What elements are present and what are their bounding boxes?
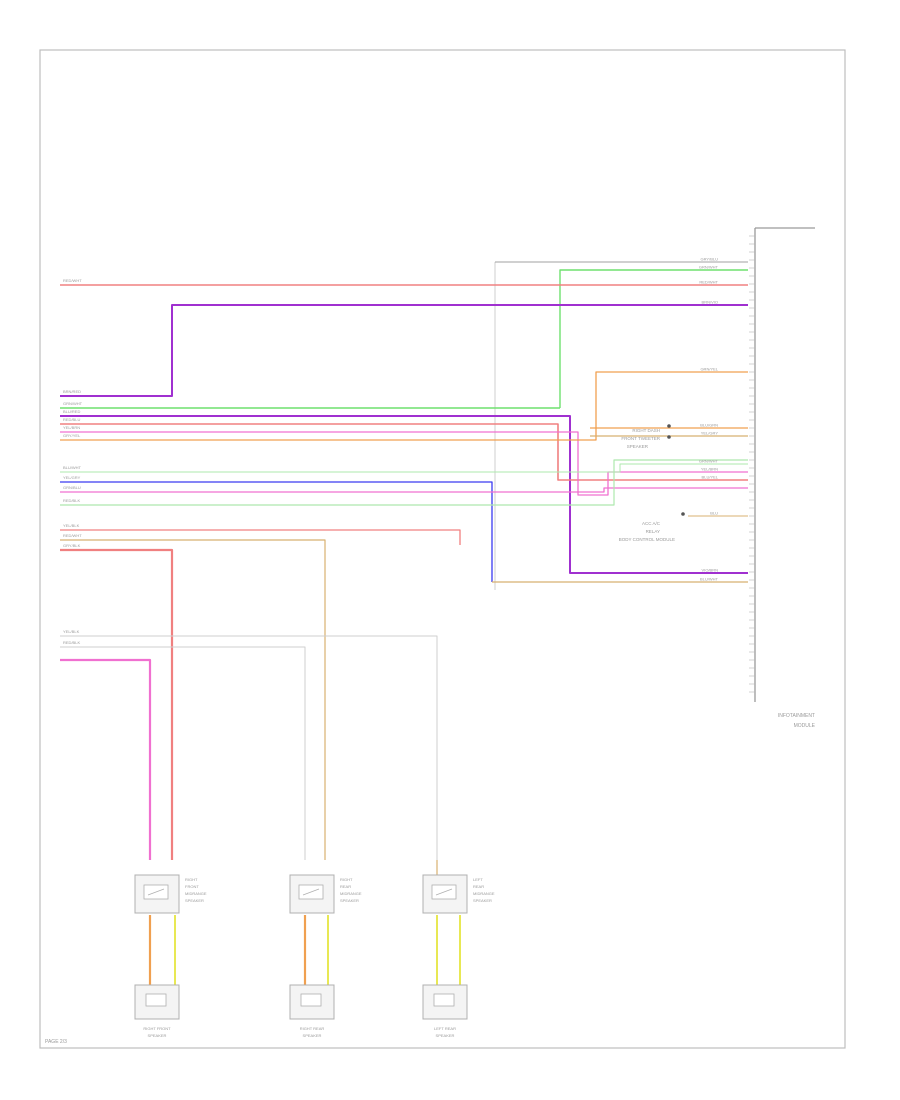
wire-9 xyxy=(60,431,748,496)
right-wire-label: GRN/YEL xyxy=(700,367,718,372)
wire-14 xyxy=(60,481,493,582)
wire-16 xyxy=(60,487,748,493)
right-wire-label: YEL/GRY xyxy=(701,431,719,436)
wire-5 xyxy=(60,304,748,397)
page-frame xyxy=(39,49,846,1049)
wire-harness xyxy=(60,261,748,985)
wire-21 xyxy=(60,548,174,860)
left-wire-label: RED/BLK xyxy=(63,498,80,503)
speaker-2: RIGHT REAR MIDRANGE SPEAKER RIGHT REAR SPEAKE… xyxy=(289,874,362,1038)
left-wire-label: GRN/BLU xyxy=(63,485,81,490)
left-wire-label: YEL/BLK xyxy=(63,629,80,634)
module-label-2: MODULE xyxy=(794,723,816,729)
right-wire-label: YEL/BRN xyxy=(701,467,718,472)
right-wire-label: BLU/WHT xyxy=(700,577,719,582)
wire-10 xyxy=(60,371,748,441)
speaker-name-line: RIGHT xyxy=(185,877,198,882)
wire-19 xyxy=(60,529,461,545)
left-wire-label: RED/BLK xyxy=(63,640,80,645)
module-label-1: INFOTAINMENT xyxy=(778,713,815,719)
left-wire-label: YEL/BRN xyxy=(63,425,80,430)
speaker-name-line: RIGHT xyxy=(340,877,353,882)
wire-24 xyxy=(60,658,152,860)
left-wire-label: BLU/RED xyxy=(63,409,80,414)
wire-22 xyxy=(60,635,438,860)
tweeter-callout-line-2: FRONT TWEETER xyxy=(621,436,660,441)
speaker-name-line: SPEAKER xyxy=(473,898,492,903)
speaker-name-line: REAR xyxy=(473,884,484,889)
right-wire-label: GRN/WHT xyxy=(699,265,719,270)
wire-17 xyxy=(60,459,748,506)
tweeter-callout-line-1: RIGHT DASH xyxy=(632,428,660,433)
wire-20 xyxy=(60,539,326,860)
speaker-name-line: SPEAKER xyxy=(340,898,359,903)
wire-23 xyxy=(60,646,306,860)
speaker-name-line: MIDRANGE xyxy=(473,891,495,896)
speaker-name-line: SPEAKER xyxy=(185,898,204,903)
speaker-grille-label: RIGHT FRONT xyxy=(143,1026,171,1031)
right-wire-label: GRY/BLU xyxy=(701,257,719,262)
left-wire-label: YEL/GRY xyxy=(63,475,81,480)
right-wire-labels: GRY/BLU GRN/WHT RED/WHT BRN/VIO GRN/YEL BLU/G… xyxy=(699,257,719,582)
left-wire-label: BLU/WHT xyxy=(63,465,82,470)
page-reference: PAGE 2/3 xyxy=(45,1039,67,1045)
left-wire-label: BRN/RED xyxy=(63,389,81,394)
speaker-name-line: FRONT xyxy=(185,884,199,889)
left-wire-label: RED/BLU xyxy=(63,417,80,422)
speaker-grille-label: LEFT REAR xyxy=(434,1026,456,1031)
relay-callout-line-3: BODY CONTROL MODULE xyxy=(619,537,675,542)
speaker-grille-label: RIGHT REAR xyxy=(300,1026,325,1031)
right-wire-label: BLU xyxy=(710,511,718,516)
relay-callout-line-1: ACC A/C xyxy=(642,521,661,526)
speaker-grille-label: SPEAKER xyxy=(303,1033,322,1038)
left-wire-label: GRY/BLK xyxy=(63,543,81,548)
relay-callout-line-2: RELAY xyxy=(646,529,660,534)
speaker-grille-label: SPEAKER xyxy=(436,1033,455,1038)
right-wire-label: VIO/BRN xyxy=(702,568,719,573)
speaker-3: LEFT REAR MIDRANGE SPEAKER LEFT REAR SPEAKER xyxy=(422,874,495,1038)
right-wire-label: BRN/VIO xyxy=(702,300,718,305)
left-wire-label: RED/WHT xyxy=(63,533,82,538)
speaker-name-line: LEFT xyxy=(473,877,483,882)
tweeter-callout-line-3: SPEAKER xyxy=(627,444,649,449)
left-wire-label: GRN/WHT xyxy=(63,401,83,406)
speaker-name-line: REAR xyxy=(340,884,351,889)
connector-pins xyxy=(749,235,755,693)
right-wire-label: BLU/YEL xyxy=(702,475,719,480)
speaker-grille-label: SPEAKER xyxy=(148,1033,167,1038)
relay-callout: ACC A/C RELAY BODY CONTROL MODULE xyxy=(619,512,685,542)
speaker-1: RIGHT FRONT MIDRANGE SPEAKER RIGHT FRONT SPEA… xyxy=(134,874,207,1038)
wire-7 xyxy=(60,415,748,574)
module-connector xyxy=(749,227,815,702)
wire-3 xyxy=(559,269,748,408)
wire-13 xyxy=(60,463,748,473)
speaker-name-line: MIDRANGE xyxy=(185,891,207,896)
right-wire-label: RED/WHT xyxy=(699,280,718,285)
left-wire-labels: RED/WHT BRN/RED GRN/WHT BLU/RED RED/BLU YEL/B… xyxy=(63,278,83,645)
left-wire-label: RED/WHT xyxy=(63,278,82,283)
right-wire-label: GRN/WHT xyxy=(699,459,719,464)
wire-8 xyxy=(60,423,748,481)
left-wire-label: GRY/YEL xyxy=(63,433,81,438)
speaker-name-line: MIDRANGE xyxy=(340,891,362,896)
left-wire-label: YEL/BLK xyxy=(63,523,80,528)
tweeter-callout: RIGHT DASH FRONT TWEETER SPEAKER xyxy=(621,424,671,449)
speakers: RIGHT FRONT MIDRANGE SPEAKER RIGHT FRONT SPEA… xyxy=(134,874,495,1038)
right-wire-label: BLU/GRN xyxy=(700,423,718,428)
